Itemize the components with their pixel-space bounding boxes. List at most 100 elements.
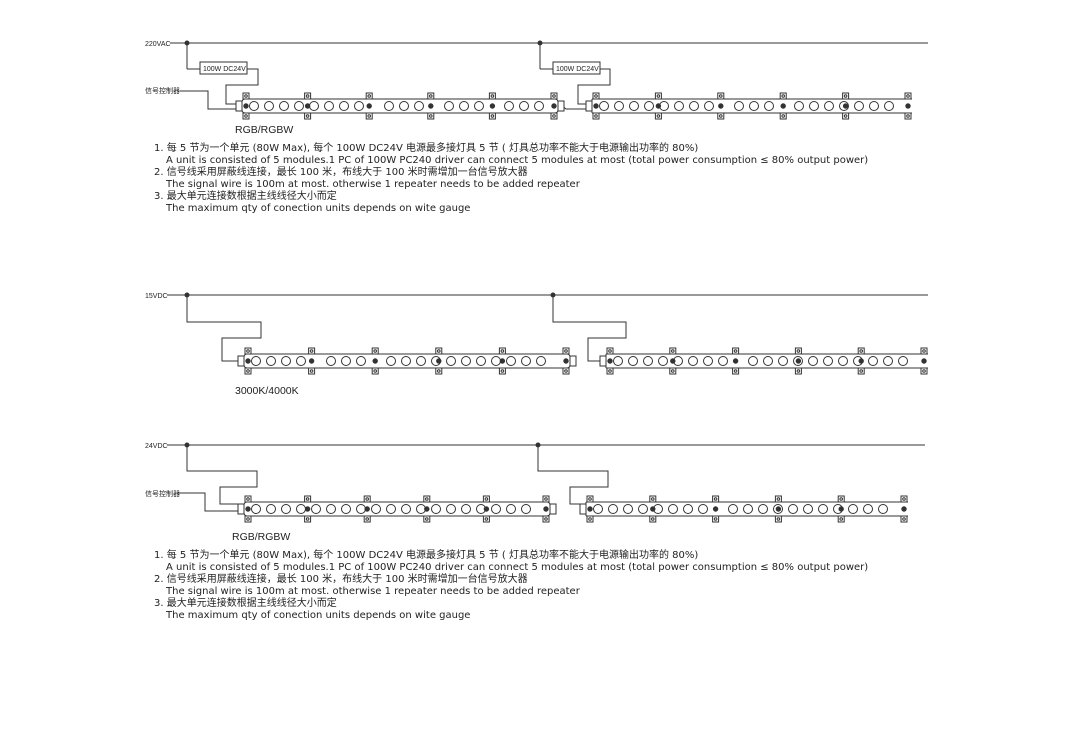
bracket-icon xyxy=(592,112,600,120)
light-bar xyxy=(579,495,908,523)
led-lens-icon xyxy=(869,101,879,111)
bracket-icon xyxy=(712,495,720,503)
led-lens-icon xyxy=(668,504,678,514)
led-lens-icon xyxy=(728,504,738,514)
bracket-icon xyxy=(488,92,496,100)
led-lens-icon xyxy=(683,504,693,514)
led-lens-icon xyxy=(401,504,411,514)
led-lens-icon xyxy=(504,101,514,111)
bracket-icon xyxy=(304,495,312,503)
bracket-icon xyxy=(779,112,787,120)
led-lens-icon xyxy=(279,101,289,111)
led-lens-icon xyxy=(803,504,813,514)
led-lens-icon xyxy=(339,101,349,111)
led-lens-icon xyxy=(614,101,624,111)
led-lens-icon xyxy=(324,101,334,111)
led-lens-icon xyxy=(354,101,364,111)
light-bar xyxy=(235,92,565,120)
driver-label: 100W DC24V xyxy=(556,66,599,73)
led-lens-icon xyxy=(824,101,834,111)
controller-label: 信号控制器 xyxy=(145,489,180,498)
led-lens-icon xyxy=(823,356,833,366)
led-lens-icon xyxy=(838,356,848,366)
led-lens-icon xyxy=(444,101,454,111)
led-lens-icon xyxy=(608,504,618,514)
led-lens-icon xyxy=(778,356,788,366)
bracket-icon xyxy=(363,495,371,503)
bracket-icon xyxy=(586,495,594,503)
led-lens-icon xyxy=(773,504,783,514)
led-lens-icon xyxy=(431,356,441,366)
signal-wire xyxy=(178,492,240,512)
led-lens-icon xyxy=(356,356,366,366)
led-lens-icon xyxy=(734,101,744,111)
led-lens-icon xyxy=(459,101,469,111)
bracket-icon xyxy=(542,495,550,503)
light-bar xyxy=(585,92,912,120)
led-lens-icon xyxy=(341,504,351,514)
note-zh: 1. 每 5 节为一个单元 (80W Max), 每个 100W DC24V 电… xyxy=(154,143,699,154)
note-en: A unit is consisted of 5 modules.1 PC of… xyxy=(166,155,869,166)
led-lens-icon xyxy=(506,504,516,514)
bracket-icon xyxy=(244,347,252,355)
bracket-icon xyxy=(363,515,371,523)
led-lens-icon xyxy=(704,101,714,111)
supply-label: 15VDC xyxy=(145,293,168,300)
note-zh: 3. 最大单元连接数根据主线线径大小而定 xyxy=(154,598,337,609)
diagram-220vac xyxy=(170,40,928,110)
bracket-icon xyxy=(427,92,435,100)
bracket-icon xyxy=(371,367,379,375)
led-lens-icon xyxy=(249,101,259,111)
led-lens-icon xyxy=(878,504,888,514)
led-lens-icon xyxy=(884,101,894,111)
led-lens-icon xyxy=(743,504,753,514)
led-lens-icon xyxy=(296,356,306,366)
led-lens-icon xyxy=(506,356,516,366)
bracket-icon xyxy=(732,367,740,375)
led-lens-icon xyxy=(764,101,774,111)
bracket-icon xyxy=(904,112,912,120)
driver-box xyxy=(552,61,601,75)
led-lens-icon xyxy=(839,101,849,111)
bracket-icon xyxy=(732,347,740,355)
bracket-icon xyxy=(606,367,614,375)
driver-box xyxy=(199,61,248,75)
notes-block: 1. 每 5 节为一个单元 (80W Max), 每个 100W DC24V 电… xyxy=(154,550,868,622)
led-lens-icon xyxy=(593,504,603,514)
bracket-icon xyxy=(542,515,550,523)
led-lens-icon xyxy=(644,101,654,111)
bracket-icon xyxy=(308,347,316,355)
led-lens-icon xyxy=(326,356,336,366)
diagram-15vdc xyxy=(167,292,928,362)
bracket-icon xyxy=(794,367,802,375)
bracket-icon xyxy=(717,112,725,120)
bracket-icon xyxy=(482,515,490,523)
led-lens-icon xyxy=(281,356,291,366)
bracket-icon xyxy=(654,92,662,100)
led-lens-icon xyxy=(854,101,864,111)
led-lens-icon xyxy=(386,504,396,514)
led-lens-icon xyxy=(689,101,699,111)
led-lens-icon xyxy=(461,356,471,366)
led-lens-icon xyxy=(809,101,819,111)
bracket-icon xyxy=(423,515,431,523)
light-bar xyxy=(599,347,928,375)
led-lens-icon xyxy=(416,504,426,514)
bracket-icon xyxy=(242,112,250,120)
bracket-icon xyxy=(304,92,312,100)
led-lens-icon xyxy=(251,504,261,514)
led-lens-icon xyxy=(536,356,546,366)
led-lens-icon xyxy=(356,504,366,514)
diagram-caption: RGB/RGBW xyxy=(235,124,293,136)
bracket-icon xyxy=(435,367,443,375)
led-lens-icon xyxy=(474,101,484,111)
led-lens-icon xyxy=(623,504,633,514)
led-lens-icon xyxy=(658,356,668,366)
led-lens-icon xyxy=(296,504,306,514)
bracket-icon xyxy=(669,347,677,355)
bracket-icon xyxy=(242,92,250,100)
led-lens-icon xyxy=(688,356,698,366)
note-zh: 1. 每 5 节为一个单元 (80W Max), 每个 100W DC24V 电… xyxy=(154,550,699,561)
bracket-icon xyxy=(606,347,614,355)
led-lens-icon xyxy=(386,356,396,366)
